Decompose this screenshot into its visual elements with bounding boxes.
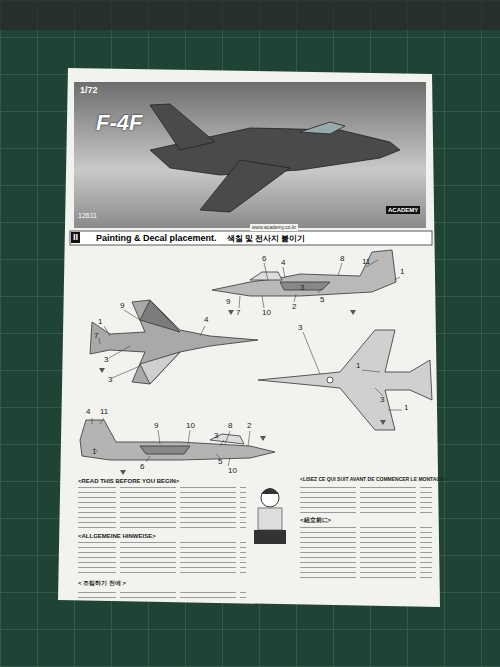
section-header: Painting & Decal placement. 색칠 및 전사지 붙이기 xyxy=(92,231,430,245)
text-lines xyxy=(78,540,246,575)
section-heading: <ALLGEMEINE HINWEISE> xyxy=(78,533,156,539)
callout-number: 5 xyxy=(320,296,324,304)
kit-title: F-4F xyxy=(96,112,142,134)
callout-number: 6 xyxy=(140,463,144,471)
callout-number: 10 xyxy=(228,467,237,475)
callout-number: 8 xyxy=(340,255,344,263)
section-heading: < 조립하기 전에 > xyxy=(78,580,126,586)
aircraft-top-view xyxy=(90,300,258,384)
callout-number: 9 xyxy=(226,298,230,306)
callout-number: 4 xyxy=(86,408,90,416)
kit-number: 12611 xyxy=(78,212,97,219)
section-heading: <READ THIS BEFORE YOU BEGIN> xyxy=(78,478,179,484)
section-number: II xyxy=(71,232,80,243)
callout-number: 3 xyxy=(214,432,218,440)
callout-number: 1 xyxy=(400,268,404,276)
callout-number: 4 xyxy=(204,316,208,324)
callout-number: 7 xyxy=(94,332,98,340)
callout-number: 9 xyxy=(154,422,158,430)
aircraft-side-view-left xyxy=(80,420,275,460)
callout-number: 1 xyxy=(92,448,96,456)
section-heading: <組立前に> xyxy=(300,517,331,523)
scale-text: 1/72 xyxy=(80,86,98,95)
header-text: Painting & Decal placement. xyxy=(96,233,217,243)
callout-number: 2 xyxy=(247,422,251,430)
box-art-jet xyxy=(150,104,400,212)
section-heading: <LISEZ CE QUI SUIT AVANT DE COMMENCER LE… xyxy=(300,477,447,482)
text-lines xyxy=(78,588,246,598)
box-art xyxy=(74,82,426,228)
brand-logo: ACADEMY xyxy=(386,206,420,214)
callout-number: 9 xyxy=(120,302,124,310)
aircraft-side-view xyxy=(212,250,396,296)
callout-number: 10 xyxy=(262,309,271,317)
text-lines xyxy=(300,485,432,515)
callout-number: 6 xyxy=(262,255,266,263)
header-text: 색칠 및 전사지 붙이기 xyxy=(227,233,306,244)
url-text: www.academy.co.kr xyxy=(250,224,298,231)
callout-number: 7 xyxy=(236,309,240,317)
callout-number: 4 xyxy=(281,259,285,267)
decal-markers xyxy=(99,310,386,475)
callout-number: 11 xyxy=(362,258,370,266)
callout-number: 1 xyxy=(404,404,408,412)
text-lines xyxy=(300,525,432,580)
callout-number: 1 xyxy=(98,318,102,326)
mascot-figure xyxy=(254,488,286,544)
callout-number: 5 xyxy=(218,458,222,466)
callout-number: 8 xyxy=(228,422,232,430)
text-lines xyxy=(78,485,246,530)
callout-number: 10 xyxy=(186,422,195,430)
callout-number: 2 xyxy=(292,303,296,311)
callout-number: 11 xyxy=(100,408,108,416)
callout-number: 3 xyxy=(298,324,302,332)
aircraft-bottom-view xyxy=(258,330,432,430)
callout-number: 3 xyxy=(104,356,108,364)
leader-lines xyxy=(92,260,402,466)
callout-number: 3 xyxy=(300,284,304,292)
instruction-sheet xyxy=(58,68,440,607)
callout-number: 1 xyxy=(356,362,360,370)
callout-number: 3 xyxy=(380,396,384,404)
callout-number: 3 xyxy=(108,376,112,384)
